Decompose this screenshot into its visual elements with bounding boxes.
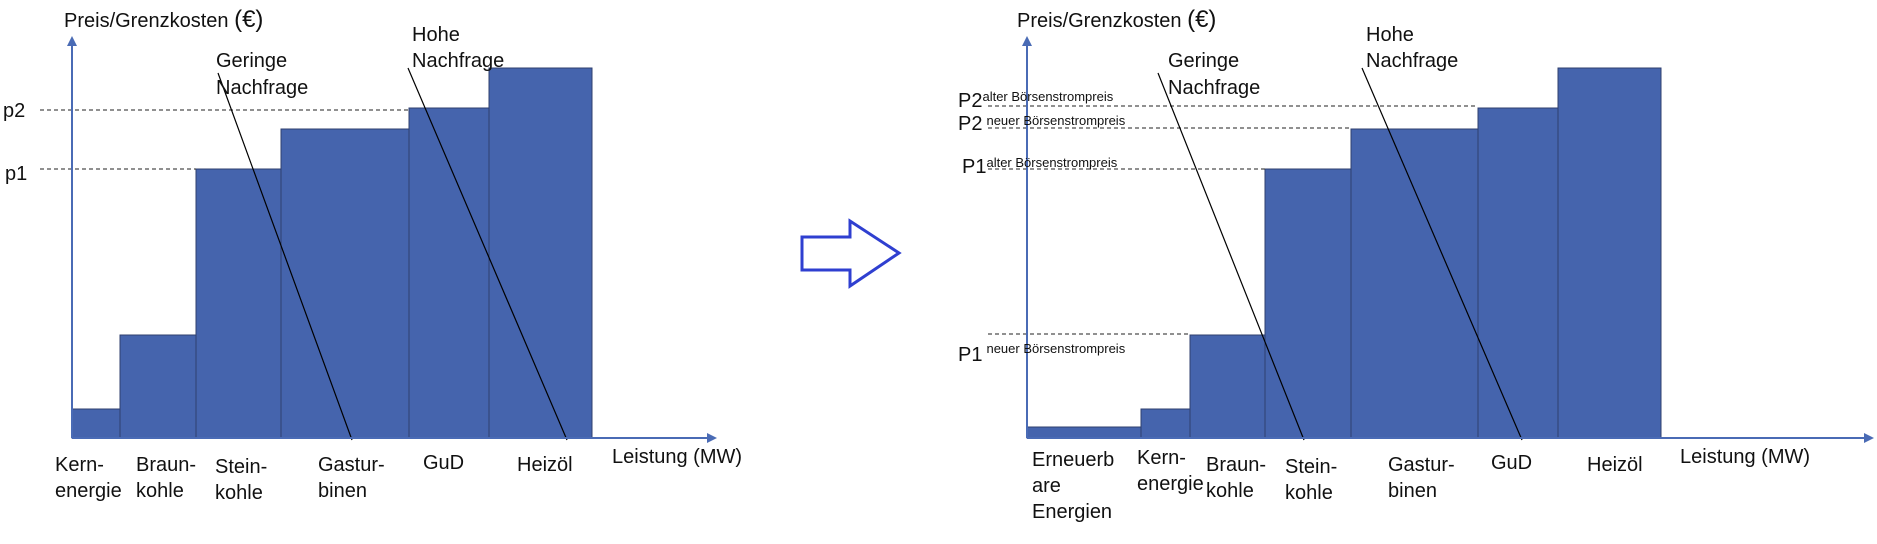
left-demand-low-label: Geringe Nachfrage bbox=[216, 50, 308, 99]
left-y-axis-label: Preis/Grenzkosten (€) bbox=[64, 6, 263, 33]
right-y-axis-label: Preis/Grenzkosten (€) bbox=[1017, 6, 1216, 33]
left-bar-gud bbox=[408, 107, 490, 439]
right-bar-kernenergie bbox=[1140, 408, 1191, 439]
right-bar-heizoel bbox=[1557, 67, 1662, 439]
right-demand-low-line bbox=[1157, 72, 1305, 441]
left-price-label-p1: p1 bbox=[5, 163, 27, 185]
left-category-gasturbinen: Gastur- binen bbox=[318, 454, 390, 502]
right-demand-high-label: Hohe Nachfrage bbox=[1366, 24, 1458, 72]
right-bar-braunkohle bbox=[1189, 334, 1266, 439]
right-bar-gud bbox=[1477, 107, 1559, 439]
right-bar-erneuerbare bbox=[1026, 426, 1142, 439]
right-category-braunkohle: Braun- kohle bbox=[1206, 454, 1272, 502]
right-arrow-icon bbox=[800, 218, 902, 289]
left-bars bbox=[71, 67, 593, 439]
right-x-axis-label: Leistung (MW) bbox=[1680, 446, 1810, 468]
left-category-steinkohle: Stein- kohle bbox=[215, 456, 273, 504]
right-price-label-p2-alt: P2alter Börsenstrompreis bbox=[958, 89, 1114, 112]
left-bar-steinkohle bbox=[195, 168, 282, 439]
right-category-heizoel: Heizöl bbox=[1587, 454, 1643, 476]
right-price-label-p1-alt: P1alter Börsenstrompreis bbox=[962, 155, 1118, 178]
right-bar-steinkohle bbox=[1264, 168, 1352, 439]
left-category-kernenergie: Kern- energie bbox=[55, 454, 122, 502]
right-demand-low-label: Geringe Nachfrage bbox=[1168, 50, 1260, 99]
left-category-heizoel: Heizöl bbox=[517, 454, 573, 476]
right-category-erneuerbare: Erneuerb are Energien bbox=[1032, 449, 1120, 523]
left-merit-order-chart: Preis/Grenzkosten (€) Leistung (MW) p2 p… bbox=[3, 6, 742, 504]
left-bar-kernenergie bbox=[71, 408, 121, 439]
left-bar-gasturbinen bbox=[280, 128, 410, 439]
left-x-axis-label: Leistung (MW) bbox=[612, 446, 742, 468]
left-demand-high-line bbox=[407, 67, 568, 441]
left-bar-heizoel bbox=[488, 67, 593, 439]
right-category-gasturbinen: Gastur- binen bbox=[1388, 454, 1460, 502]
right-merit-order-chart: Preis/Grenzkosten (€) Leistung (MW) P2al… bbox=[958, 6, 1874, 523]
left-demand-high-label: Hohe Nachfrage bbox=[412, 24, 504, 72]
left-category-braunkohle: Braun- kohle bbox=[136, 454, 202, 502]
right-category-gud: GuD bbox=[1491, 452, 1532, 474]
right-category-steinkohle: Stein- kohle bbox=[1285, 456, 1343, 504]
right-bar-gasturbinen bbox=[1350, 128, 1479, 439]
left-demand-low-line bbox=[217, 72, 353, 441]
left-bar-braunkohle bbox=[119, 334, 197, 439]
right-demand-high-line bbox=[1361, 67, 1523, 441]
left-category-gud: GuD bbox=[423, 452, 464, 474]
right-category-kernenergie: Kern- energie bbox=[1137, 447, 1204, 495]
right-bars bbox=[1026, 67, 1662, 439]
left-price-label-p2: p2 bbox=[3, 100, 25, 122]
